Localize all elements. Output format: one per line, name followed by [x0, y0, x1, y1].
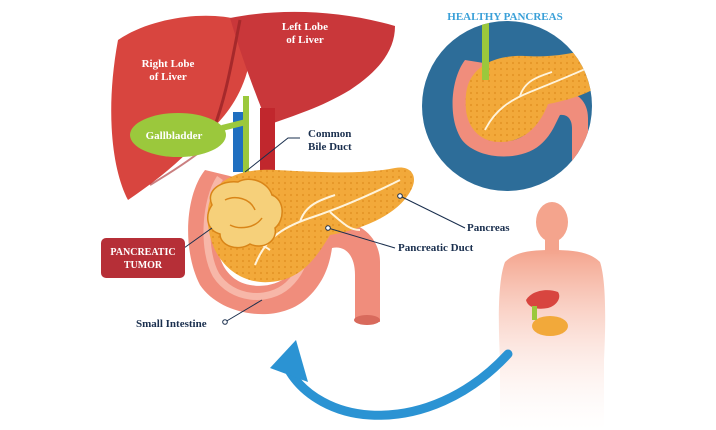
- label-gallbladder: Gallbladder: [146, 130, 203, 142]
- label-healthy-pancreas: HEALTHY PANCREAS: [447, 11, 562, 23]
- label-pancreas: Pancreas: [467, 222, 510, 234]
- label-common-bile-duct: Common: [308, 128, 351, 140]
- human-silhouette: [498, 202, 606, 430]
- label-tumor-1: PANCREATIC: [110, 247, 175, 258]
- hepatic-artery: [260, 108, 275, 174]
- label-right-lobe: Right Lobe: [142, 58, 195, 70]
- label-right-lobe-2: of Liver: [149, 71, 187, 83]
- tumor-label-box: PANCREATIC TUMOR: [101, 238, 185, 278]
- label-tumor-2: TUMOR: [124, 260, 163, 271]
- label-common-bile-duct-2: Bile Duct: [308, 141, 352, 153]
- curved-arrow-icon: [270, 340, 513, 420]
- vessels: [221, 96, 275, 180]
- pancreatic-duct: [237, 179, 401, 266]
- liver-right-lobe: [111, 15, 251, 201]
- label-pancreatic-duct: Pancreatic Duct: [398, 242, 474, 254]
- healthy-pancreas-inset: [419, 18, 595, 194]
- label-small-intestine: Small Intestine: [136, 318, 207, 330]
- leader-lines: [183, 137, 466, 325]
- liver-left-lobe: [230, 11, 395, 125]
- bile-duct: [221, 96, 249, 180]
- gallbladder: [130, 113, 226, 157]
- portal-vein: [233, 112, 244, 172]
- label-left-lobe: Left Lobe: [282, 21, 328, 33]
- tumor: [207, 178, 283, 249]
- label-left-lobe-2: of Liver: [286, 34, 324, 46]
